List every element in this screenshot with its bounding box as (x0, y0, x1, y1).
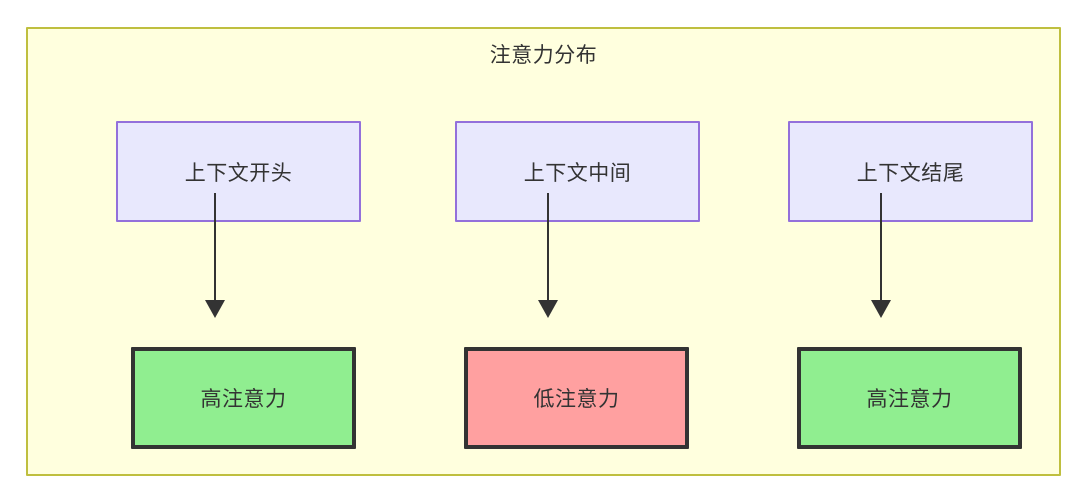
node-attention-high-end[interactable]: 高注意力 (797, 347, 1022, 449)
node-context-end[interactable]: 上下文结尾 (788, 121, 1033, 222)
node-context-end-label: 上下文结尾 (856, 161, 965, 185)
node-context-middle[interactable]: 上下文中间 (455, 121, 700, 222)
node-attention-low-middle[interactable]: 低注意力 (464, 347, 689, 449)
diagram-title: 注意力分布 (489, 44, 598, 67)
node-attention-high-start[interactable]: 高注意力 (131, 347, 356, 449)
diagram-cluster-container: 注意力分布 上下文开头 上下文中间 上下文结尾 高注意力 低注意力 高注意力 (26, 27, 1061, 476)
node-context-start[interactable]: 上下文开头 (116, 121, 361, 222)
node-attention-high-end-label: 高注意力 (866, 388, 953, 411)
node-attention-low-middle-label: 低注意力 (533, 388, 620, 411)
node-context-middle-label: 上下文中间 (523, 161, 632, 185)
node-attention-high-start-label: 高注意力 (200, 388, 287, 411)
node-context-start-label: 上下文开头 (184, 161, 293, 185)
